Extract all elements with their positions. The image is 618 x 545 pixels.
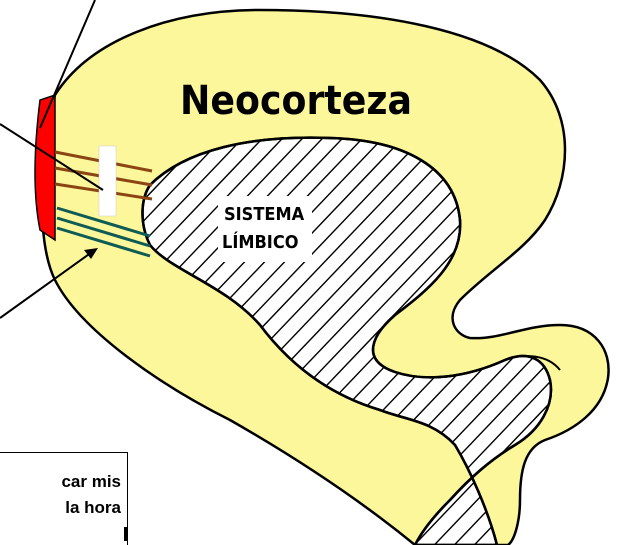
white-bar-marker [99, 146, 116, 216]
tick-mark [124, 527, 128, 541]
note-line-1: car mis [0, 469, 121, 495]
note-text-box: car mis la hora [0, 452, 128, 545]
limbic-label-line1: SISTEMA [224, 204, 305, 225]
limbic-label-line2: LÍMBICO [222, 231, 298, 253]
neocortex-label: Neocorteza [180, 78, 412, 124]
hatch-line [600, 120, 618, 545]
note-line-2: la hora [0, 495, 121, 521]
